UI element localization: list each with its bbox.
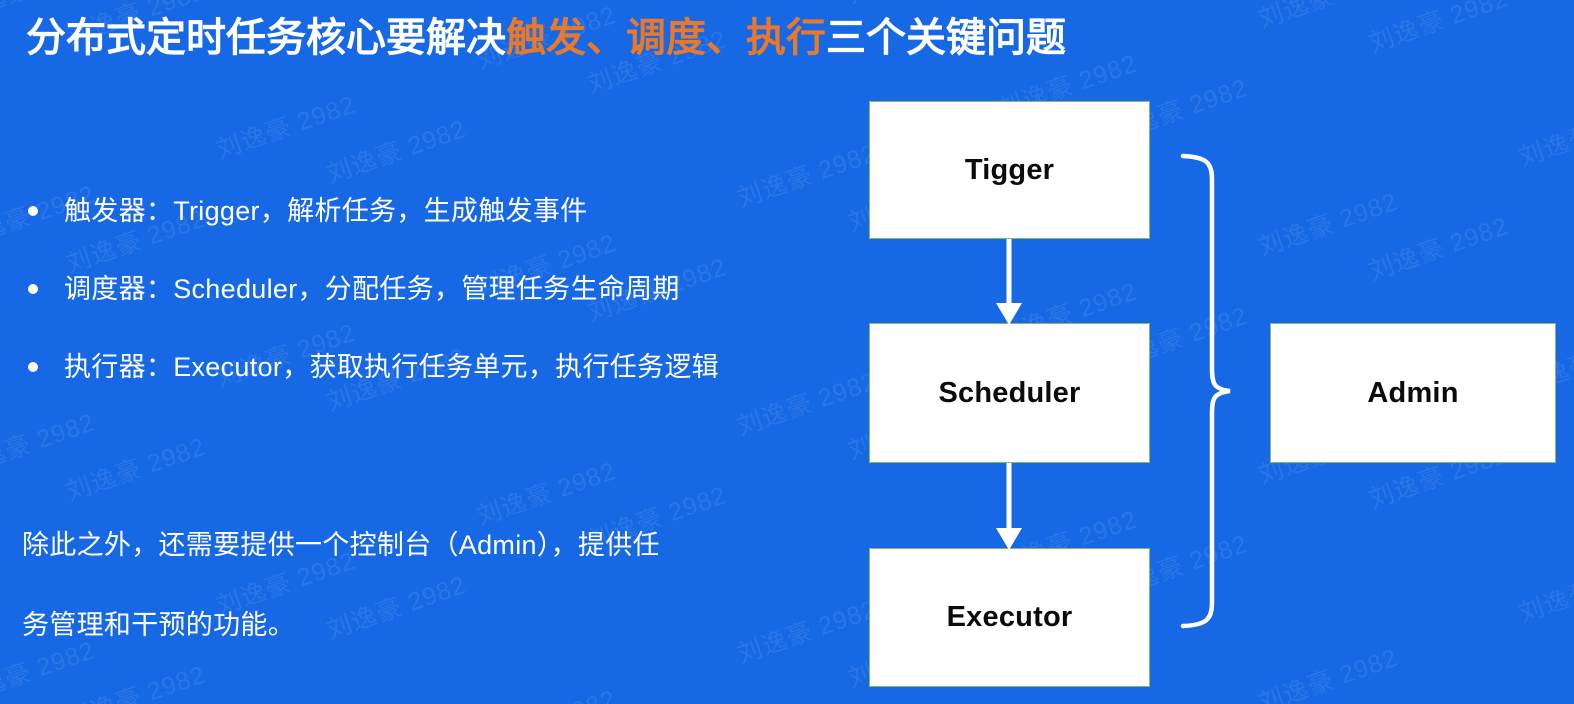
title-separator-2: 、 bbox=[706, 16, 746, 60]
title-segment-1: 分布式定时任务核心要解决 bbox=[26, 16, 506, 60]
paragraph-line-1: 除此之外，还需要提供一个控制台（Admin），提供任 bbox=[22, 530, 660, 560]
diagram-node-label: Tigger bbox=[964, 153, 1055, 186]
curly-brace-icon bbox=[1180, 153, 1231, 629]
bullet-dot-icon bbox=[28, 206, 38, 216]
list-item: 触发器：Trigger，解析任务，生成触发事件 bbox=[22, 190, 719, 268]
list-item: 调度器：Scheduler，分配任务，管理任务生命周期 bbox=[22, 268, 719, 346]
diagram-node-label: Executor bbox=[946, 601, 1073, 633]
title-highlight-execute: 执行 bbox=[746, 16, 826, 60]
diagram-node-label: Admin bbox=[1367, 376, 1459, 409]
arrow-scheduler-to-executor bbox=[996, 463, 1022, 550]
bullet-dot-icon bbox=[28, 284, 38, 294]
bullet-item-label: 调度器：Scheduler，分配任务，管理任务生命周期 bbox=[64, 274, 680, 304]
bullet-item-label: 执行器：Executor，获取执行任务单元，执行任务逻辑 bbox=[64, 352, 719, 382]
title-separator-1: 、 bbox=[586, 16, 626, 60]
arrow-trigger-to-scheduler bbox=[996, 239, 1022, 325]
body-paragraph: 除此之外，还需要提供一个控制台（Admin），提供任 务管理和干预的功能。 bbox=[22, 505, 812, 665]
title-segment-2: 三个关键问题 bbox=[826, 16, 1066, 60]
bullet-dot-icon bbox=[28, 362, 38, 372]
paragraph-line-2: 务管理和干预的功能。 bbox=[22, 610, 295, 640]
title-highlight-schedule: 调度 bbox=[626, 16, 706, 60]
bullet-list: 触发器：Trigger，解析任务，生成触发事件 调度器：Scheduler，分配… bbox=[22, 190, 719, 424]
diagram-node-label: Scheduler bbox=[938, 376, 1081, 409]
bullet-item-label: 触发器：Trigger，解析任务，生成触发事件 bbox=[64, 196, 588, 226]
diagram-node-trigger[interactable]: Tigger bbox=[869, 101, 1150, 239]
page-title: 分布式定时任务核心要解决触发、调度、执行三个关键问题 bbox=[26, 12, 1066, 64]
diagram-node-scheduler[interactable]: Scheduler bbox=[869, 323, 1150, 463]
title-highlight-trigger: 触发 bbox=[506, 16, 586, 60]
diagram-node-admin[interactable]: Admin bbox=[1270, 323, 1556, 463]
list-item: 执行器：Executor，获取执行任务单元，执行任务逻辑 bbox=[22, 346, 719, 424]
